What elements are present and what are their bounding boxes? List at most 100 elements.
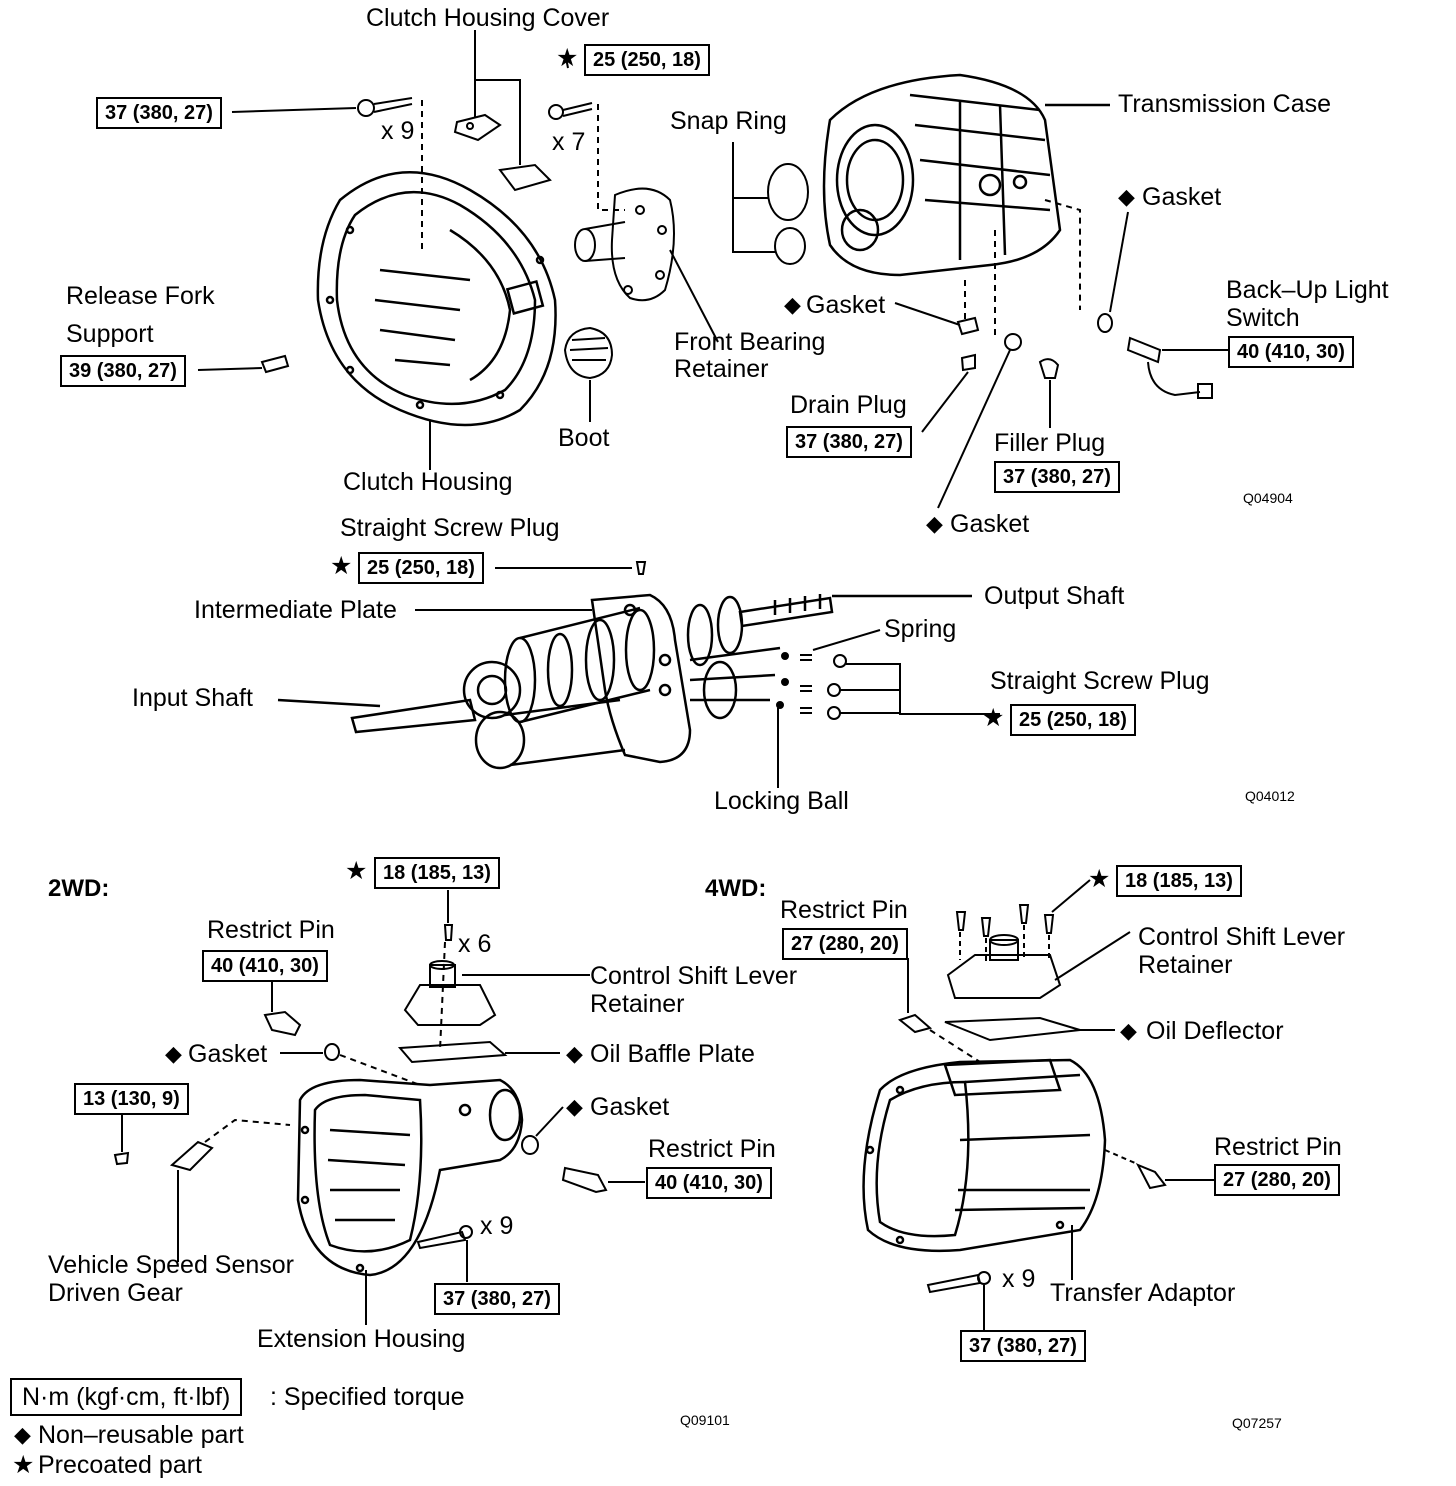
diamond-icon: ◆ — [566, 1094, 583, 1119]
label-intermediate-plate: Intermediate Plate — [194, 596, 397, 624]
figure-code-top: Q04904 — [1243, 490, 1293, 506]
snap-ring-drawing — [732, 142, 809, 265]
label-output-shaft: Output Shaft — [984, 582, 1125, 610]
label-transfer-adaptor: Transfer Adaptor — [1050, 1279, 1236, 1307]
star-icon: ★ — [556, 44, 579, 72]
label-2wd-restrict-pin-top: Restrict Pin — [207, 916, 335, 944]
star-icon: ★ — [330, 552, 353, 580]
label-front-bearing-1: Front Bearing — [674, 328, 826, 356]
clutch-housing-cover-drawing — [453, 30, 552, 192]
torque-back-up-light-switch: 40 (410, 30) — [1228, 336, 1354, 368]
star-icon: ★ — [982, 704, 1005, 732]
label-straight-screw-plug-top: Straight Screw Plug — [340, 514, 560, 542]
torque-straight-screw-plug-top: 25 (250, 18) — [358, 552, 484, 584]
transfer-adaptor-drawing — [862, 1058, 1107, 1253]
torque-release-fork-support: 39 (380, 27) — [60, 355, 186, 387]
label-2wd-gasket-left: Gasket — [188, 1040, 268, 1068]
label-gasket-mid: Gasket — [806, 291, 886, 319]
heading-2wd: 2WD: — [48, 875, 110, 902]
2wd-small-parts-drawing — [113, 890, 645, 1325]
legend-precoated: Precoated part — [38, 1451, 202, 1479]
figure-code-4wd: Q07257 — [1232, 1415, 1282, 1431]
torque-2wd-lever-retainer-bolt: 18 (185, 13) — [374, 857, 500, 889]
clutch-housing-bolt-drawing — [231, 97, 423, 250]
legend-torque-desc: : Specified torque — [270, 1383, 465, 1411]
label-front-bearing-2: Retainer — [674, 355, 769, 383]
qty-x9: x 9 — [1002, 1265, 1036, 1293]
label-2wd-restrict-pin-right: Restrict Pin — [648, 1135, 776, 1163]
torque-cover-bolt: 25 (250, 18) — [584, 44, 710, 76]
diamond-icon: ◆ — [1118, 184, 1135, 209]
label-boot: Boot — [558, 424, 610, 452]
torque-drain-plug: 37 (380, 27) — [786, 426, 912, 458]
label-oil-baffle-plate: Oil Baffle Plate — [590, 1040, 755, 1068]
label-transmission-case: Transmission Case — [1118, 90, 1332, 118]
legend-non-reusable: Non–reusable part — [38, 1421, 244, 1449]
torque-vss-bolt: 13 (130, 9) — [74, 1083, 189, 1115]
case-small-parts-drawing — [894, 199, 1228, 509]
label-back-up-light-2: Switch — [1226, 304, 1300, 332]
label-2wd-lever-retainer-1: Control Shift Lever — [590, 962, 798, 990]
label-vss-1: Vehicle Speed Sensor — [48, 1251, 295, 1279]
transmission-case-drawing — [822, 73, 1110, 277]
star-icon: ★ — [12, 1451, 35, 1479]
label-gasket-low: Gasket — [950, 510, 1030, 538]
4wd-small-parts-drawing — [897, 879, 1215, 1330]
label-back-up-light-1: Back–Up Light — [1226, 276, 1389, 304]
label-filler-plug: Filler Plug — [994, 429, 1106, 457]
diamond-icon: ◆ — [926, 511, 943, 536]
label-oil-deflector: Oil Deflector — [1146, 1017, 1284, 1045]
torque-4wd-lever-retainer-bolt: 18 (185, 13) — [1116, 865, 1242, 897]
qty-x6: x 6 — [458, 930, 492, 958]
front-bearing-retainer-drawing — [574, 187, 719, 343]
gear-assembly-drawing — [277, 593, 972, 770]
label-clutch-housing-cover: Clutch Housing Cover — [366, 4, 610, 32]
label-input-shaft: Input Shaft — [132, 684, 253, 712]
qty-x9: x 9 — [480, 1212, 514, 1240]
label-drain-plug: Drain Plug — [790, 391, 907, 419]
diamond-icon: ◆ — [784, 292, 801, 317]
detent-parts-drawing — [415, 561, 1000, 788]
star-icon: ★ — [345, 857, 368, 885]
diamond-icon: ◆ — [165, 1041, 182, 1066]
torque-4wd-adaptor-bolt: 37 (380, 27) — [960, 1330, 1086, 1362]
label-2wd-lever-retainer-2: Retainer — [590, 990, 685, 1018]
label-4wd-lever-retainer-1: Control Shift Lever — [1138, 923, 1346, 951]
heading-4wd: 4WD: — [705, 875, 767, 902]
label-snap-ring: Snap Ring — [670, 107, 787, 135]
diamond-icon: ◆ — [14, 1422, 31, 1447]
label-clutch-housing: Clutch Housing — [343, 468, 513, 496]
release-fork-support-drawing — [197, 354, 290, 374]
cover-bolt-drawing — [548, 57, 625, 211]
figure-code-middle: Q04012 — [1245, 788, 1295, 804]
extension-housing-drawing — [296, 1078, 524, 1277]
label-locking-ball: Locking Ball — [714, 787, 849, 815]
label-spring: Spring — [884, 615, 957, 643]
star-icon: ★ — [1088, 865, 1111, 893]
label-vss-2: Driven Gear — [48, 1279, 183, 1307]
torque-filler-plug: 37 (380, 27) — [994, 461, 1120, 493]
torque-4wd-restrict-pin-top: 27 (280, 20) — [782, 928, 908, 960]
label-4wd-restrict-pin-top: Restrict Pin — [780, 896, 908, 924]
torque-2wd-restrict-pin-right: 40 (410, 30) — [646, 1167, 772, 1199]
qty-x9: x 9 — [381, 117, 415, 145]
qty-x7: x 7 — [552, 128, 586, 156]
figure-code-2wd: Q09101 — [680, 1412, 730, 1428]
torque-straight-screw-plug-right: 25 (250, 18) — [1010, 704, 1136, 736]
label-release-fork-2: Support — [66, 320, 154, 348]
diamond-icon: ◆ — [566, 1041, 583, 1066]
torque-2wd-housing-bolt: 37 (380, 27) — [434, 1283, 560, 1315]
torque-clutch-housing-bolt: 37 (380, 27) — [96, 97, 222, 129]
label-straight-screw-plug-right: Straight Screw Plug — [990, 667, 1210, 695]
label-release-fork-1: Release Fork — [66, 282, 215, 310]
diamond-icon: ◆ — [1120, 1018, 1137, 1043]
label-2wd-gasket-right: Gasket — [590, 1093, 670, 1121]
label-4wd-restrict-pin-right: Restrict Pin — [1214, 1133, 1342, 1161]
label-gasket-right: Gasket — [1142, 183, 1222, 211]
torque-4wd-restrict-pin-right: 27 (280, 20) — [1214, 1164, 1340, 1196]
torque-2wd-restrict-pin-top: 40 (410, 30) — [202, 950, 328, 982]
clutch-housing-drawing — [316, 170, 557, 427]
label-4wd-lever-retainer-2: Retainer — [1138, 951, 1233, 979]
